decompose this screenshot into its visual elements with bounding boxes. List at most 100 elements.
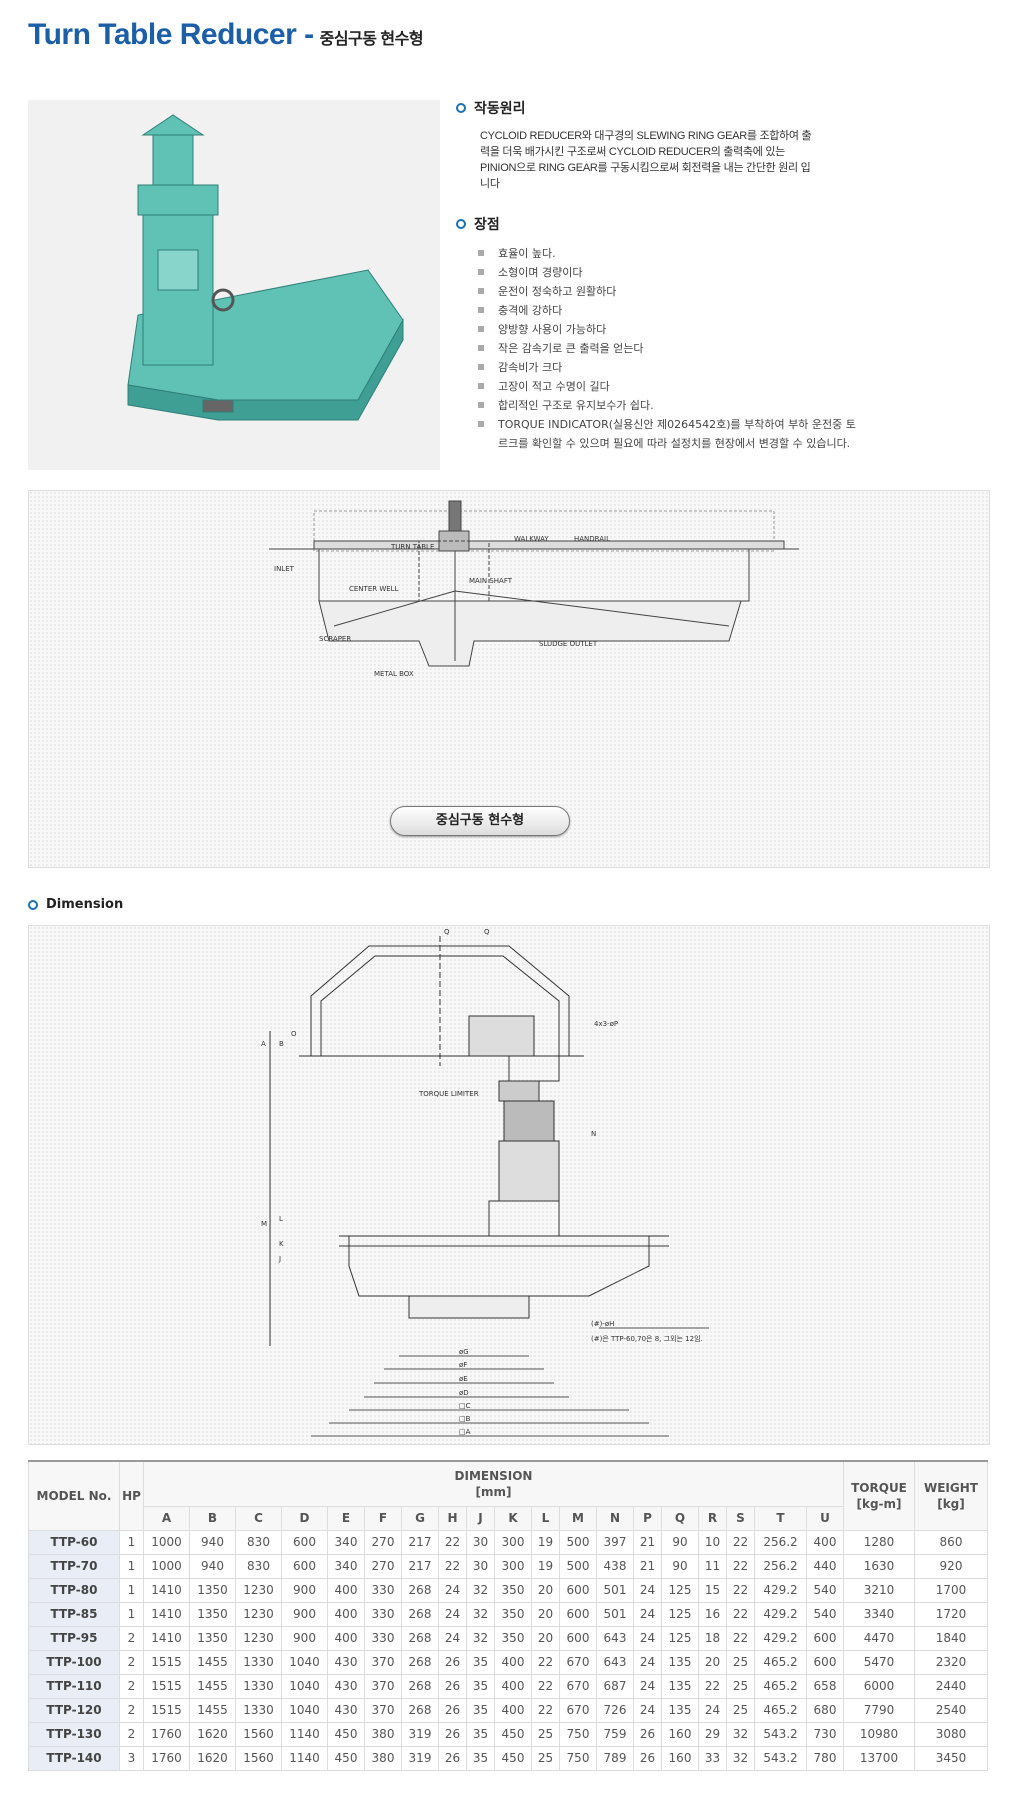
value-cell: 750 <box>559 1745 597 1771</box>
merit-text: 합리적인 구조로 유지보수가 쉽다. <box>498 399 654 412</box>
value-cell: 600 <box>559 1601 597 1627</box>
value-cell: 687 <box>596 1673 634 1699</box>
value-cell: 400 <box>327 1577 365 1603</box>
header-col-a: A <box>143 1505 190 1531</box>
dimension-heading: Dimension <box>46 897 124 912</box>
value-cell: 32 <box>726 1745 755 1771</box>
value-cell: 3080 <box>914 1721 988 1747</box>
value-cell: 268 <box>401 1649 439 1675</box>
page-title: Turn Table Reducer -중심구동 현수형 <box>28 18 424 52</box>
value-cell: 670 <box>559 1697 597 1723</box>
header-model: MODEL No. <box>28 1460 120 1531</box>
value-cell: 21 <box>633 1553 662 1579</box>
model-cell: TTP-70 <box>28 1553 120 1579</box>
value-cell: 135 <box>661 1697 699 1723</box>
value-cell: 35 <box>466 1673 495 1699</box>
square-bullet-icon <box>478 345 484 351</box>
value-cell: 397 <box>596 1529 634 1555</box>
value-cell: 429.2 <box>754 1625 807 1651</box>
square-bullet-icon <box>478 383 484 389</box>
value-cell: 1 <box>119 1577 144 1603</box>
value-cell: 370 <box>364 1673 402 1699</box>
value-cell: 501 <box>596 1577 634 1603</box>
merit-item: 충격에 강하다 <box>478 301 856 320</box>
dim-sq-a: □A <box>459 1428 471 1436</box>
header-col-l: L <box>531 1505 560 1531</box>
header-col-f: F <box>364 1505 402 1531</box>
value-cell: 1410 <box>143 1577 190 1603</box>
value-cell: 440 <box>806 1553 844 1579</box>
dim-m: M <box>261 1220 267 1228</box>
value-cell: 26 <box>438 1697 467 1723</box>
square-bullet-icon <box>478 326 484 332</box>
label-inlet: INLET <box>274 565 295 573</box>
value-cell: 1000 <box>143 1553 190 1579</box>
value-cell: 13700 <box>843 1745 915 1771</box>
value-cell: 125 <box>661 1577 699 1603</box>
dim-d: øD <box>459 1389 469 1397</box>
value-cell: 658 <box>806 1673 844 1699</box>
value-cell: 429.2 <box>754 1577 807 1603</box>
value-cell: 1040 <box>281 1673 328 1699</box>
header-col-j: J <box>466 1505 495 1531</box>
square-bullet-icon <box>478 421 484 427</box>
value-cell: 1455 <box>189 1673 236 1699</box>
model-cell: TTP-85 <box>28 1601 120 1627</box>
value-cell: 20 <box>698 1649 727 1675</box>
value-cell: 450 <box>494 1721 532 1747</box>
header-weight: WEIGHT[kg] <box>914 1460 988 1531</box>
value-cell: 1230 <box>235 1601 282 1627</box>
value-cell: 24 <box>633 1601 662 1627</box>
dim-k: K <box>279 1240 284 1248</box>
value-cell: 24 <box>633 1673 662 1699</box>
square-bullet-icon <box>478 288 484 294</box>
value-cell: 25 <box>726 1673 755 1699</box>
model-cell: TTP-140 <box>28 1745 120 1771</box>
value-cell: 350 <box>494 1577 532 1603</box>
value-cell: 256.2 <box>754 1553 807 1579</box>
value-cell: 1455 <box>189 1697 236 1723</box>
header-col-e: E <box>327 1505 365 1531</box>
value-cell: 22 <box>726 1601 755 1627</box>
value-cell: 30 <box>466 1553 495 1579</box>
model-cell: TTP-130 <box>28 1721 120 1747</box>
value-cell: 1620 <box>189 1745 236 1771</box>
value-cell: 10 <box>698 1529 727 1555</box>
value-cell: 25 <box>531 1721 560 1747</box>
value-cell: 160 <box>661 1745 699 1771</box>
value-cell: 920 <box>914 1553 988 1579</box>
value-cell: 1280 <box>843 1529 915 1555</box>
spec-table: MODEL No. HP DIMENSION[mm] TORQUE[kg-m] … <box>28 1460 988 1771</box>
value-cell: 19 <box>531 1529 560 1555</box>
value-cell: 22 <box>531 1649 560 1675</box>
value-cell: 2 <box>119 1625 144 1651</box>
dim-e: øE <box>459 1375 468 1383</box>
header-torque: TORQUE[kg-m] <box>843 1460 915 1531</box>
value-cell: 900 <box>281 1601 328 1627</box>
value-cell: 3450 <box>914 1745 988 1771</box>
value-cell: 600 <box>559 1625 597 1651</box>
value-cell: 125 <box>661 1625 699 1651</box>
square-bullet-icon <box>478 269 484 275</box>
value-cell: 750 <box>559 1721 597 1747</box>
value-cell: 900 <box>281 1577 328 1603</box>
dim-a: A <box>261 1040 266 1048</box>
value-cell: 268 <box>401 1673 439 1699</box>
value-cell: 643 <box>596 1649 634 1675</box>
header-col-n: N <box>596 1505 634 1531</box>
header-col-t: T <box>754 1505 807 1531</box>
header-col-m: M <box>559 1505 597 1531</box>
value-cell: 830 <box>235 1553 282 1579</box>
header-col-p: P <box>633 1505 662 1531</box>
value-cell: 2 <box>119 1721 144 1747</box>
value-cell: 300 <box>494 1553 532 1579</box>
center-drive-suspended-button[interactable]: 중심구동 현수형 <box>390 806 570 836</box>
value-cell: 26 <box>438 1721 467 1747</box>
merit-item: 합리적인 구조로 유지보수가 쉽다. <box>478 396 856 415</box>
value-cell: 789 <box>596 1745 634 1771</box>
label-sludge-outlet: SLUDGE OUTLET <box>539 640 598 648</box>
merit-item: 고장이 적고 수명이 길다 <box>478 377 856 396</box>
